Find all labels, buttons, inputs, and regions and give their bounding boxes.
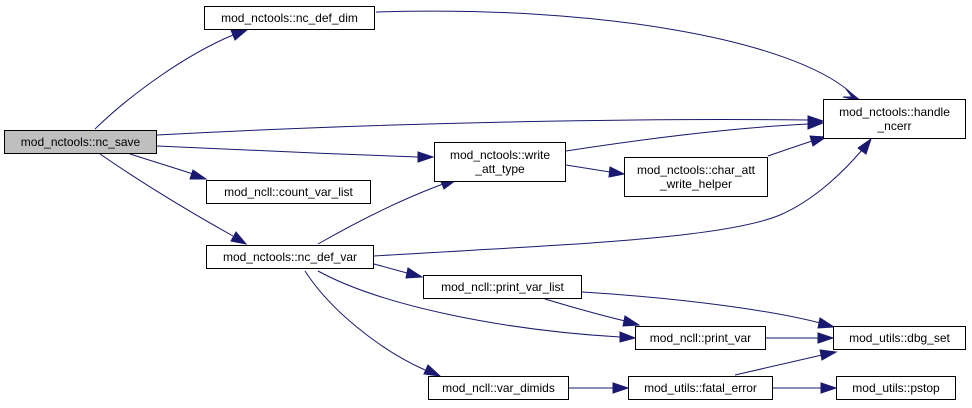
edge-write-att-type-to-char-att-write-helper — [565, 164, 611, 173]
node-label-line-1: mod_nctools::write — [449, 148, 551, 162]
edge-fatal-error-to-pstop-arrow — [820, 382, 838, 394]
edge-print-var-to-dbg-set-arrow — [817, 332, 835, 344]
node-handle-ncerr[interactable]: mod_nctools::handle _ncerr — [823, 99, 966, 139]
node-write-att-type[interactable]: mod_nctools::write _att_type — [434, 142, 566, 182]
edge-char-att-write-helper-to-handle-ncerr — [767, 140, 813, 157]
node-label: mod_utils::pstop — [852, 381, 940, 395]
edge-write-att-type-to-handle-ncerr-arrow — [807, 118, 825, 130]
edge-print-var-list-to-print-var-arrow — [622, 315, 641, 327]
edge-write-att-type-to-handle-ncerr — [565, 123, 809, 152]
edge-char-att-write-helper-to-handle-ncerr-arrow — [809, 135, 828, 147]
node-label: mod_ncll::print_var — [649, 331, 752, 345]
node-label-line-1: mod_nctools::char_att — [636, 163, 756, 177]
node-label: mod_ncll::print_var_list — [441, 280, 564, 294]
edge-nc-save-to-handle-ncerr — [156, 119, 809, 136]
edge-nc-def-var-to-write-att-type — [317, 183, 444, 245]
edge-nc-def-var-to-print-var-list-arrow — [405, 267, 424, 279]
edge-nc-def-var-to-var-dimids-arrow — [423, 364, 442, 377]
edge-write-att-type-to-char-att-write-helper-arrow — [608, 166, 626, 178]
edge-var-dimids-to-fatal-error-arrow — [612, 382, 630, 394]
node-nc-def-dim[interactable]: mod_nctools::nc_def_dim — [204, 6, 375, 30]
node-fatal-error[interactable]: mod_utils::fatal_error — [628, 376, 773, 400]
node-label: mod_utils::fatal_error — [644, 381, 757, 395]
edge-nc-save-to-nc-def-var — [99, 153, 234, 237]
edge-nc-def-dim-to-handle-ncerr — [375, 10, 851, 93]
node-label-line-2: _ncerr — [877, 119, 912, 133]
edge-nc-def-var-to-print-var-list — [373, 263, 408, 274]
edge-nc-save-to-count-var-list — [129, 153, 194, 175]
node-print-var[interactable]: mod_ncll::print_var — [635, 326, 766, 350]
edge-nc-save-to-write-att-type-arrow — [417, 151, 435, 163]
edge-nc-def-var-to-print-var-arrow — [619, 331, 637, 343]
edge-nc-save-to-nc-def-dim-arrow — [230, 28, 250, 41]
node-label-line-1: mod_nctools::handle — [839, 105, 950, 119]
edge-nc-def-var-to-var-dimids — [304, 270, 426, 371]
edge-nc-def-var-to-handle-ncerr-arrow — [857, 137, 872, 155]
node-nc-def-var[interactable]: mod_nctools::nc_def_var — [206, 245, 374, 269]
node-char-att-write-helper[interactable]: mod_nctools::char_att _write_helper — [624, 157, 768, 197]
edge-nc-save-to-write-att-type — [156, 145, 419, 158]
edge-fatal-error-to-dbg-set-arrow — [819, 349, 838, 361]
edge-nc-save-to-nc-def-dim — [94, 34, 234, 130]
node-print-var-list[interactable]: mod_ncll::print_var_list — [423, 275, 582, 299]
node-label-line-2: _att_type — [475, 162, 525, 176]
node-label: mod_ncll::var_dimids — [442, 381, 555, 395]
node-label: mod_nctools::nc_def_dim — [221, 11, 358, 25]
edge-print-var-list-to-print-var — [544, 298, 626, 322]
edge-fatal-error-to-dbg-set — [734, 354, 823, 376]
node-label: mod_ncll::count_var_list — [224, 185, 353, 199]
node-label-line-2: _write_helper — [659, 177, 733, 191]
node-label: mod_nctools::nc_def_var — [222, 250, 358, 264]
node-label: mod_utils::dbg_set — [849, 331, 950, 345]
node-label: mod_nctools::nc_save — [20, 135, 141, 149]
node-count-var-list[interactable]: mod_ncll::count_var_list — [206, 180, 371, 204]
edge-print-var-list-to-dbg-set — [581, 291, 821, 324]
edge-nc-def-dim-to-handle-ncerr-arrow — [842, 88, 862, 102]
node-pstop[interactable]: mod_utils::pstop — [836, 376, 956, 400]
edge-nc-save-to-nc-def-var-arrow — [230, 231, 248, 245]
node-nc-save[interactable]: mod_nctools::nc_save — [4, 130, 157, 154]
edge-nc-def-var-to-handle-ncerr — [373, 149, 863, 257]
node-var-dimids[interactable]: mod_ncll::var_dimids — [428, 376, 569, 400]
edge-nc-save-to-count-var-list-arrow — [189, 169, 208, 180]
node-dbg-set[interactable]: mod_utils::dbg_set — [833, 326, 966, 350]
edge-print-var-list-to-dbg-set-arrow — [817, 317, 836, 329]
edge-nc-def-var-to-print-var — [317, 270, 621, 338]
